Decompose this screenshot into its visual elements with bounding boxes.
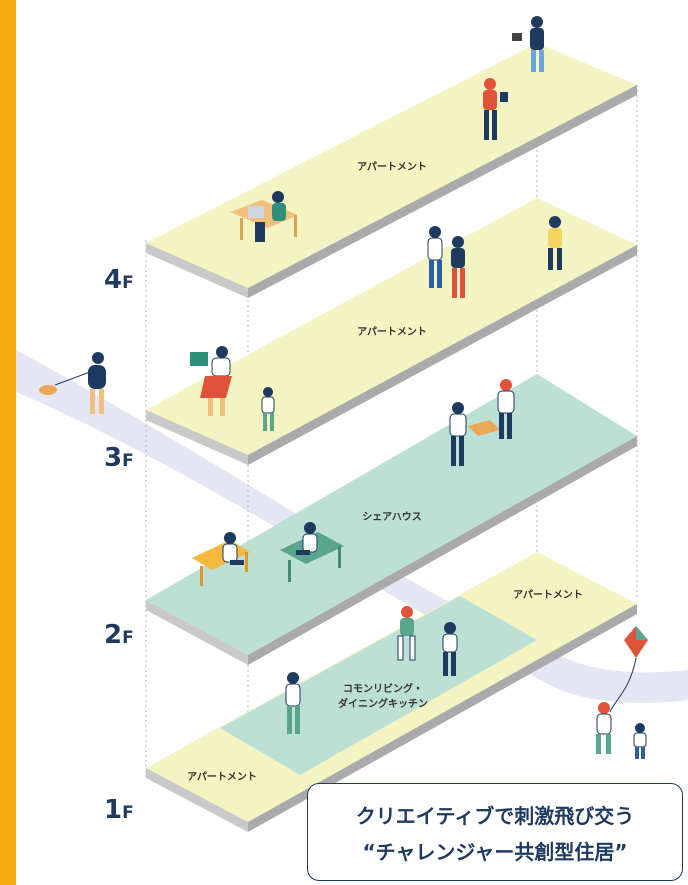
person-illustration (483, 78, 508, 140)
floor-label-3: 3F (104, 443, 134, 473)
box-carriers-illustration (449, 379, 515, 466)
person-illustration (512, 16, 544, 72)
child-illustration (261, 387, 275, 431)
caption-line-2: “チャレンジャー共創型住居” (362, 840, 628, 864)
bench-reader-illustration (280, 522, 344, 582)
label-floor5-apartment: アパートメント (357, 161, 427, 173)
label-floor2-apartment: アパートメント (513, 589, 583, 601)
person-with-books-illustration (190, 346, 232, 416)
accent-bar (0, 0, 16, 885)
kite-flyers-illustration (596, 626, 648, 759)
label-common-living-1: コモンリビング・ (343, 682, 423, 695)
bench-reader-illustration (192, 532, 250, 586)
floor-label-2: 2F (104, 620, 134, 650)
label-floor3-sharehouse: シェアハウス (362, 511, 422, 523)
couple-illustration (427, 226, 465, 298)
floor-label-4: 4F (104, 265, 134, 295)
floor-slab-3 (146, 374, 637, 665)
person-with-phone-illustration (285, 672, 301, 734)
label-floor4-apartment: アパートメント (357, 326, 427, 338)
desk-worker-illustration (230, 191, 298, 242)
dog-walker-illustration (39, 352, 106, 414)
person-illustration (548, 216, 562, 270)
caption-box: クリエイティブで刺激飛び交う “チャレンジャー共創型住居” (307, 783, 683, 881)
dancers-illustration (397, 606, 458, 676)
label-common-living-2: ダイニングキッチン (338, 697, 428, 710)
caption-line-1: クリエイティブで刺激飛び交う (355, 804, 635, 828)
label-floor1-apartment: アパートメント (187, 771, 257, 783)
floor-label-1: 1F (104, 795, 134, 825)
